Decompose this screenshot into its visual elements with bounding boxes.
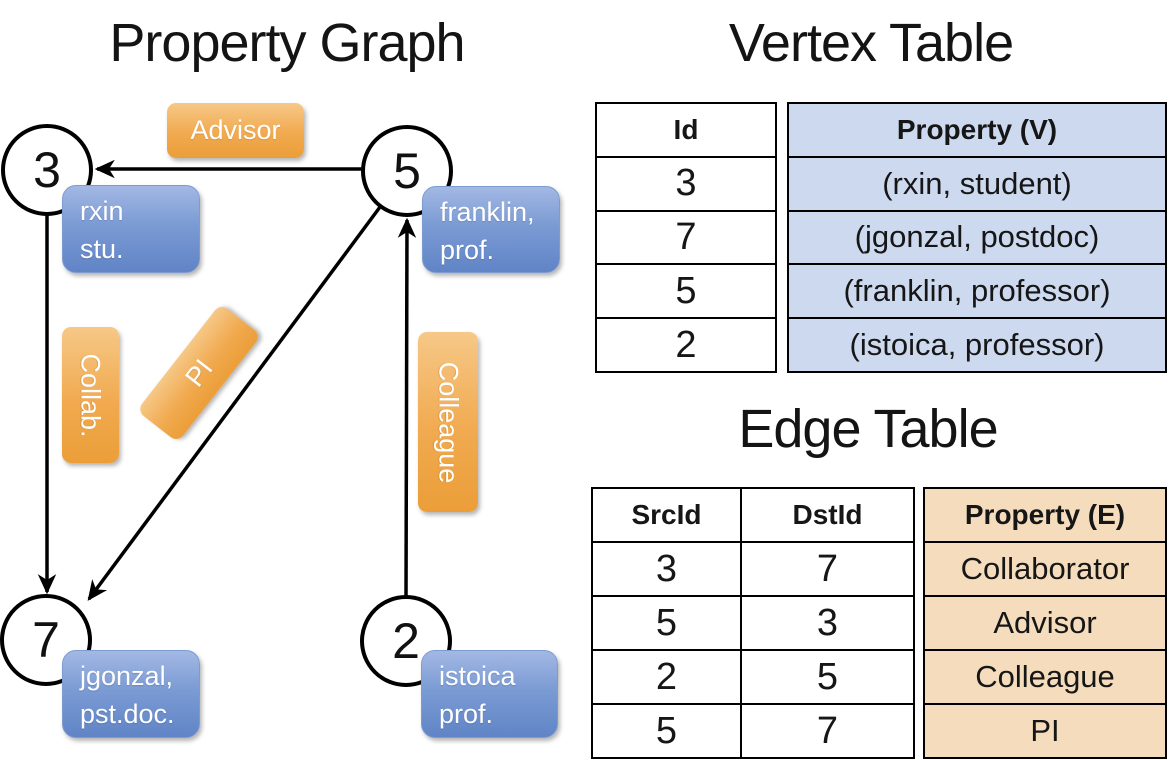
edge-table-property-cell: Advisor bbox=[925, 595, 1165, 649]
vertex-label-istoica: istoica prof. bbox=[421, 650, 558, 738]
vertex-label-franklin-line1: franklin, bbox=[440, 197, 535, 227]
edge-table-header-dstid: DstId bbox=[792, 499, 863, 530]
edge-label-pi-text: PI bbox=[178, 353, 219, 392]
edge-table-header-property: Property (E) bbox=[964, 499, 1126, 530]
edge-table-srcid-cell: 2 bbox=[593, 649, 740, 703]
edge-table-dstid-cell: 5 bbox=[742, 649, 913, 703]
vertex-id-5: 5 bbox=[393, 143, 421, 199]
vertex-table-title: Vertex Table bbox=[728, 13, 1014, 73]
edge-table-header-srcid: SrcId bbox=[631, 499, 702, 530]
vertex-table-header-id: Id bbox=[673, 113, 699, 145]
property-graph-title: Property Graph bbox=[109, 13, 465, 73]
edge-table-property-cell: PI bbox=[925, 703, 1165, 757]
vertex-table-id-cell: 2 bbox=[597, 317, 775, 371]
vertex-table: Id 3 7 5 2 Property (V) (rxin, student) … bbox=[595, 102, 1167, 373]
edge-colleague-2-to-5 bbox=[397, 217, 417, 598]
vertex-table-id-cell: 7 bbox=[597, 209, 775, 264]
vertex-label-jgonzal-line2: pst.doc. bbox=[80, 699, 175, 729]
edge-table-property-column: Property (E) Collaborator Advisor Collea… bbox=[923, 487, 1167, 759]
vertex-label-franklin-line2: prof. bbox=[440, 235, 495, 265]
edge-label-advisor-text: Advisor bbox=[190, 115, 281, 145]
vertex-table-column-gap bbox=[777, 102, 787, 373]
edge-table-srcid-column: SrcId 3 5 2 5 bbox=[591, 487, 740, 759]
vertex-id-3: 3 bbox=[33, 142, 61, 198]
vertex-table-property-column: Property (V) (rxin, student) (jgonzal, p… bbox=[787, 102, 1167, 373]
vertex-label-jgonzal: jgonzal, pst.doc. bbox=[62, 650, 200, 738]
vertex-label-rxin-line1: rxin bbox=[80, 196, 124, 226]
edge-label-advisor: Advisor bbox=[167, 103, 304, 158]
edge-label-colleague: Colleague bbox=[418, 332, 478, 512]
edge-label-collab-text: Collab. bbox=[76, 352, 107, 438]
edge-table-srcid-cell: 5 bbox=[593, 595, 740, 649]
vertex-table-property-cell: (franklin, professor) bbox=[789, 263, 1165, 317]
edge-table-dstid-column: DstId 7 3 5 7 bbox=[740, 487, 915, 759]
vertex-table-id-column: Id 3 7 5 2 bbox=[595, 102, 777, 373]
edge-table-property-cell: Collaborator bbox=[925, 541, 1165, 595]
vertex-table-id-cell: 5 bbox=[597, 263, 775, 317]
edge-table-title: Edge Table bbox=[738, 399, 998, 459]
edge-table-property-cell: Colleague bbox=[925, 649, 1165, 703]
vertex-label-rxin-line2: stu. bbox=[80, 234, 124, 264]
edge-label-collab: Collab. bbox=[62, 327, 119, 463]
edge-table-dstid-cell: 7 bbox=[742, 703, 913, 757]
vertex-label-jgonzal-line1: jgonzal, bbox=[80, 661, 174, 691]
edge-pi-5-to-7 bbox=[87, 205, 382, 601]
vertex-label-rxin: rxin stu. bbox=[62, 185, 200, 273]
edge-table-dstid-cell: 3 bbox=[742, 595, 913, 649]
edge-table-srcid-cell: 5 bbox=[593, 703, 740, 757]
edge-table-dstid-cell: 7 bbox=[742, 541, 913, 595]
edge-table-srcid-cell: 3 bbox=[593, 541, 740, 595]
edge-label-colleague-text: Colleague bbox=[433, 361, 464, 483]
vertex-table-property-cell: (rxin, student) bbox=[789, 155, 1165, 210]
edge-table: SrcId 3 5 2 5 DstId 7 3 5 7 Property (E)… bbox=[591, 487, 1167, 759]
vertex-table-property-cell: (jgonzal, postdoc) bbox=[789, 209, 1165, 264]
vertex-id-7: 7 bbox=[32, 612, 60, 668]
vertex-label-istoica-line1: istoica bbox=[439, 661, 516, 691]
vertex-label-franklin: franklin, prof. bbox=[422, 186, 560, 273]
vertex-table-property-cell: (istoica, professor) bbox=[789, 317, 1165, 371]
vertex-table-id-cell: 3 bbox=[597, 155, 775, 210]
vertex-table-header-property: Property (V) bbox=[896, 113, 1058, 145]
vertex-label-istoica-line2: prof. bbox=[439, 699, 494, 729]
vertex-id-2: 2 bbox=[392, 613, 420, 669]
edge-table-column-gap bbox=[915, 487, 923, 759]
